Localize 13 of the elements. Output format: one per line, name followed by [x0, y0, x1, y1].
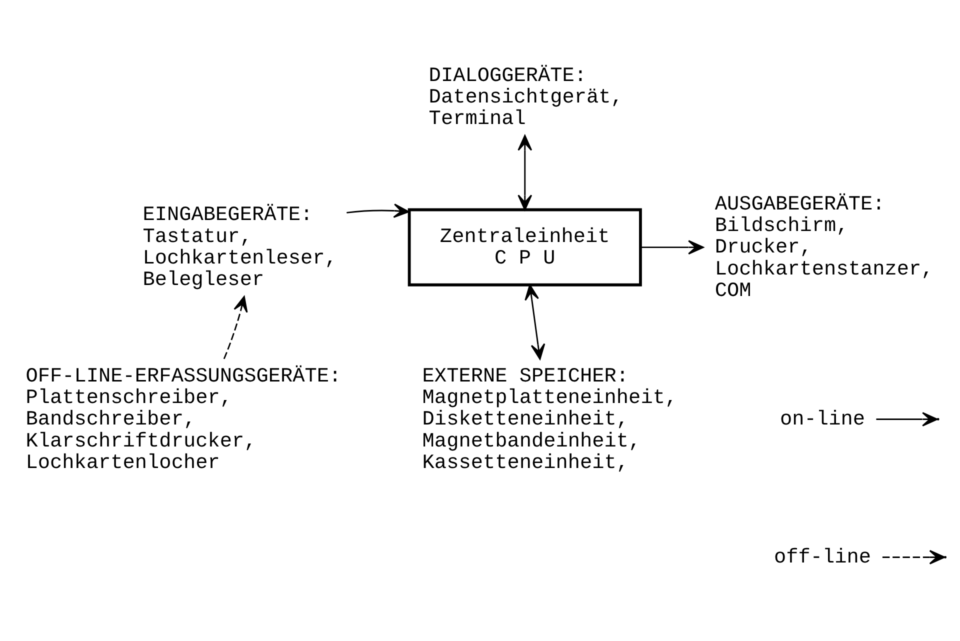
- arrow: [524, 284, 546, 360]
- arrow: [346, 203, 410, 218]
- node-box: Zentraleinheit C P U: [408, 208, 642, 286]
- node-text: EXTERNE SPEICHER: Magnetplatteneinheit, Disketteneinheit, Magnetbandeinheit, Kassetteneinheit,: [422, 364, 678, 474]
- node-text: AUSGABEGERÄTE: Bildschirm, Drucker, Lochkartenstanzer, COM: [714, 192, 934, 303]
- node-text: EINGABEGERÄTE: Tastatur, Lochkartenleser, Belegleser: [142, 204, 337, 292]
- node-text: DIALOGGERÄTE: Datensichtgerät, Terminal: [428, 64, 623, 131]
- legend-label: on-line: [780, 408, 865, 432]
- arrow: [518, 134, 532, 210]
- node-text: OFF-LINE-ERFASSUNGSGERÄTE: Plattenschreiber, Bandschreiber, Klarschriftdrucker, Lochkartenlocher: [26, 364, 342, 474]
- arrow: [223, 296, 248, 359]
- legend-label: off-line: [774, 546, 872, 570]
- arrow: [640, 240, 704, 254]
